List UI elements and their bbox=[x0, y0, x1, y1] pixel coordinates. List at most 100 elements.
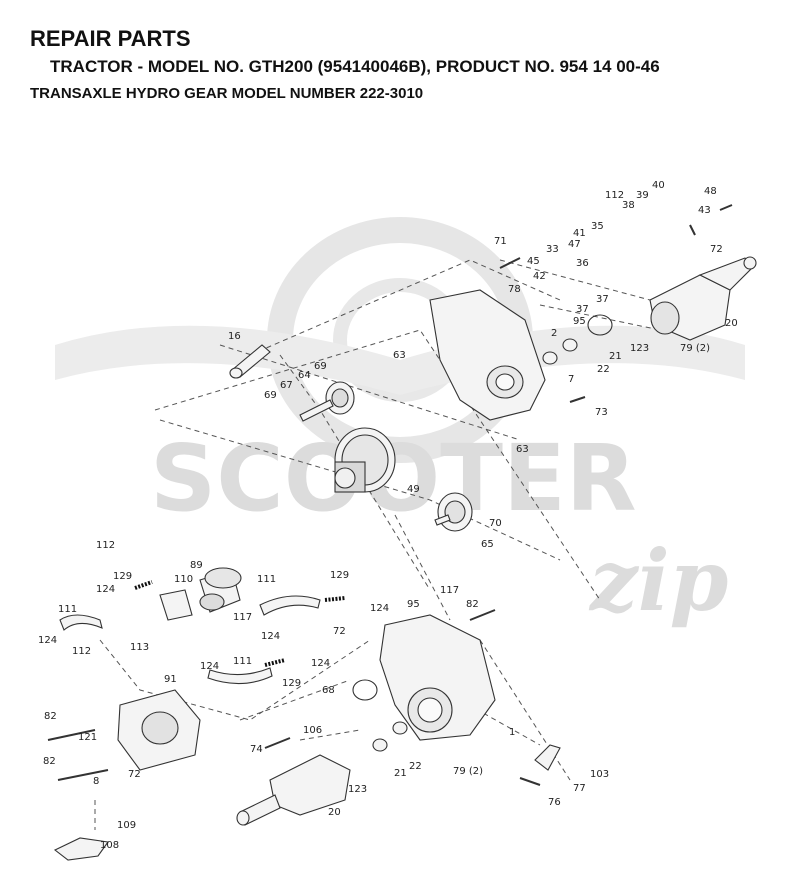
callout-82: 82 bbox=[44, 711, 57, 722]
part-2-upper-housing bbox=[429, 289, 546, 421]
part-21-washer-lower bbox=[372, 738, 388, 752]
callout-36: 36 bbox=[576, 258, 589, 269]
callout-1: 1 bbox=[509, 727, 515, 738]
callout-89: 89 bbox=[190, 560, 203, 571]
watermark-brand: SCOOTER bbox=[150, 425, 637, 532]
assembly-line bbox=[479, 639, 571, 781]
callout-123: 123 bbox=[630, 343, 649, 354]
part-111-hose bbox=[207, 667, 273, 685]
bolt-82 bbox=[469, 609, 496, 621]
callout-37: 37 bbox=[596, 294, 609, 305]
callout-40: 40 bbox=[652, 180, 665, 191]
callout-82: 82 bbox=[43, 756, 56, 767]
callout-74: 74 bbox=[250, 744, 263, 755]
callout-111: 111 bbox=[257, 574, 276, 585]
callout-112: 112 bbox=[96, 540, 115, 551]
parts bbox=[53, 256, 757, 861]
callout-111: 111 bbox=[233, 656, 252, 667]
callout-77: 77 bbox=[573, 783, 586, 794]
assembly-line bbox=[539, 304, 661, 331]
fasteners bbox=[47, 204, 733, 786]
assembly-line bbox=[279, 354, 431, 591]
bolt-82-lower-2 bbox=[57, 769, 109, 781]
callout-79: 79 (2) bbox=[680, 343, 710, 354]
spring-129 bbox=[134, 580, 153, 590]
callout-113: 113 bbox=[130, 642, 149, 653]
assembly-line bbox=[459, 699, 541, 746]
spring-129 bbox=[324, 596, 346, 602]
bolt-76 bbox=[519, 777, 541, 786]
callout-73: 73 bbox=[595, 407, 608, 418]
callout-123: 123 bbox=[348, 784, 367, 795]
part-111-hose bbox=[59, 614, 103, 631]
part-123-o-ring bbox=[587, 314, 613, 336]
callout-37: 37 bbox=[576, 304, 589, 315]
callout-63: 63 bbox=[393, 350, 406, 361]
callout-124: 124 bbox=[38, 635, 57, 646]
assembly-line bbox=[159, 419, 561, 561]
callout-124: 124 bbox=[261, 631, 280, 642]
part-22-washer-lower bbox=[392, 721, 408, 735]
part-64-gear bbox=[299, 381, 355, 422]
assembly-line bbox=[154, 329, 601, 601]
callout-76: 76 bbox=[548, 797, 561, 808]
bolt-71 bbox=[499, 257, 521, 269]
model-line: TRACTOR - MODEL NO. GTH200 (954140046B),… bbox=[50, 57, 660, 76]
springs bbox=[134, 580, 346, 667]
part-68-o-ring bbox=[352, 679, 378, 701]
part-20-axle-upper bbox=[649, 256, 757, 341]
part-20-axle-lower bbox=[236, 754, 351, 826]
callout-20: 20 bbox=[725, 318, 738, 329]
part-108-bracket bbox=[53, 837, 109, 861]
callout-69: 69 bbox=[314, 361, 327, 372]
callout-22: 22 bbox=[409, 761, 422, 772]
assembly-line bbox=[394, 514, 451, 621]
callout-95: 95 bbox=[573, 316, 586, 327]
callout-41: 41 bbox=[573, 228, 586, 239]
callout-39: 39 bbox=[636, 190, 649, 201]
part-70-gear bbox=[434, 492, 473, 532]
callout-35: 35 bbox=[591, 221, 604, 232]
bolt-73 bbox=[569, 396, 586, 403]
part-111-hose bbox=[259, 595, 321, 616]
callout-72: 72 bbox=[333, 626, 346, 637]
callout-112: 112 bbox=[72, 646, 91, 657]
callout-79: 79 (2) bbox=[453, 766, 483, 777]
callout-21: 21 bbox=[394, 768, 407, 779]
callout-129: 129 bbox=[282, 678, 301, 689]
callout-65: 65 bbox=[481, 539, 494, 550]
callout-33: 33 bbox=[546, 244, 559, 255]
callout-117: 117 bbox=[440, 585, 459, 596]
callout-91: 91 bbox=[164, 674, 177, 685]
callout-108: 108 bbox=[100, 840, 119, 851]
assembly-line bbox=[499, 259, 651, 301]
callout-103: 103 bbox=[590, 769, 609, 780]
callout-95: 95 bbox=[407, 599, 420, 610]
callout-42: 42 bbox=[533, 271, 546, 282]
assembly-line bbox=[219, 344, 521, 441]
callout-69: 69 bbox=[264, 390, 277, 401]
callout-43: 43 bbox=[698, 205, 711, 216]
callout-21: 21 bbox=[609, 351, 622, 362]
callout-129: 129 bbox=[113, 571, 132, 582]
spring-129 bbox=[264, 658, 286, 667]
callout-20: 20 bbox=[328, 807, 341, 818]
callout-124: 124 bbox=[311, 658, 330, 669]
callout-124: 124 bbox=[96, 584, 115, 595]
callout-70: 70 bbox=[489, 518, 502, 529]
callout-72: 72 bbox=[710, 244, 723, 255]
callout-48: 48 bbox=[704, 186, 717, 197]
callout-8: 8 bbox=[93, 776, 99, 787]
part-22-washer bbox=[542, 351, 558, 365]
callout-2: 2 bbox=[551, 328, 557, 339]
bolt-82-lower bbox=[47, 729, 96, 741]
callout-117: 117 bbox=[233, 612, 252, 623]
callout-7: 7 bbox=[568, 374, 574, 385]
callout-67: 67 bbox=[280, 380, 293, 391]
bolt-74 bbox=[264, 737, 291, 749]
callout-124: 124 bbox=[200, 661, 219, 672]
part-21-washer bbox=[562, 338, 578, 352]
callout-22: 22 bbox=[597, 364, 610, 375]
part-49-differential-gear bbox=[334, 427, 396, 493]
